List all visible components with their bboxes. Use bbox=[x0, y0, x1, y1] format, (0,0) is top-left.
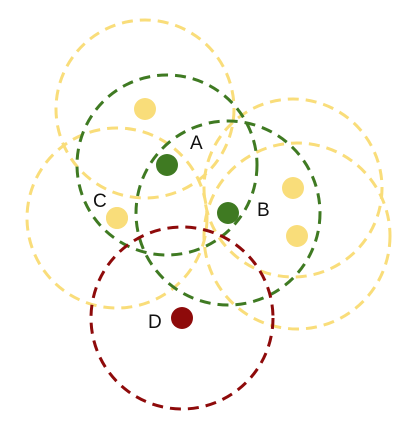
label-D: D bbox=[148, 312, 162, 333]
circle-A bbox=[75, 73, 259, 257]
circle-B bbox=[134, 119, 322, 307]
point-B bbox=[217, 202, 239, 224]
point-y3 bbox=[286, 225, 308, 247]
point-A bbox=[156, 154, 178, 176]
label-B: B bbox=[257, 200, 270, 221]
neighborhood-circles bbox=[25, 18, 392, 411]
label-C: C bbox=[93, 191, 107, 212]
circle-y1 bbox=[54, 18, 236, 200]
point-D bbox=[171, 307, 193, 329]
data-points bbox=[106, 98, 308, 329]
point-y1 bbox=[134, 98, 156, 120]
point-labels: A B C D bbox=[93, 133, 270, 333]
circle-y4 bbox=[25, 126, 209, 310]
point-C bbox=[106, 207, 128, 229]
label-A: A bbox=[190, 133, 203, 154]
point-y2 bbox=[282, 177, 304, 199]
circle-D bbox=[89, 225, 275, 411]
circle-y2 bbox=[202, 97, 384, 279]
